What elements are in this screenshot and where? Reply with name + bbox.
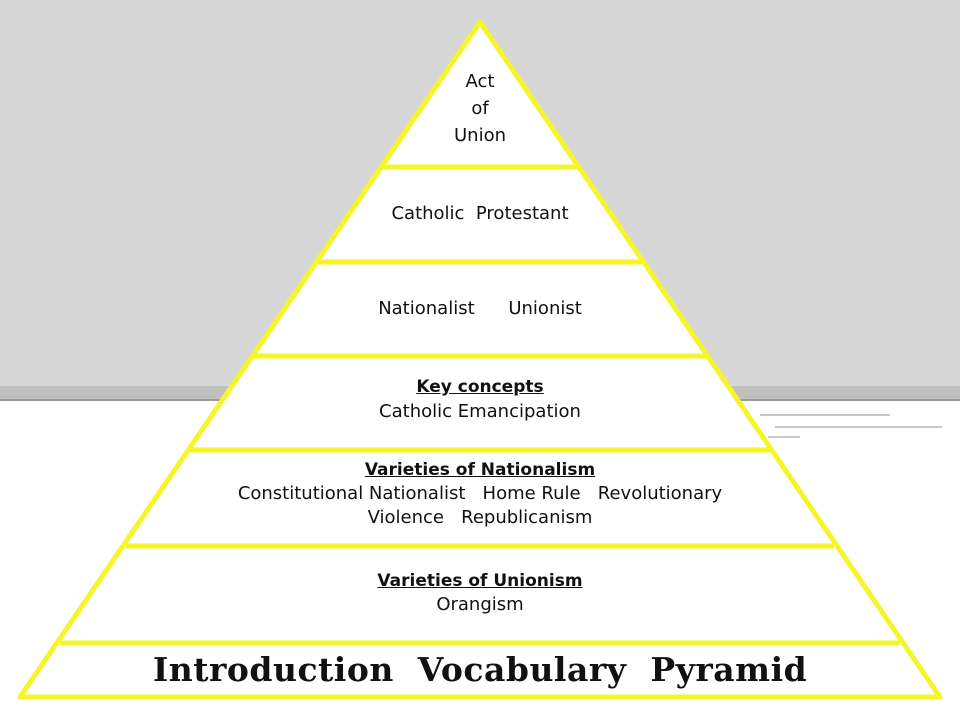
pyramid-outline: [17, 19, 943, 700]
page-title: Introduction Vocabulary Pyramid: [152, 650, 808, 689]
tier4-heading: Key concepts: [416, 377, 544, 397]
tier-varieties-of-nationalism: Varieties of Nationalism Constitutional …: [0, 458, 960, 530]
tier6-heading: Varieties of Unionism: [377, 571, 583, 591]
tier5-heading: Varieties of Nationalism: [364, 460, 596, 480]
tier-varieties-of-unionism: Varieties of Unionism Orangism: [0, 569, 960, 617]
tier1-line-1: Act: [465, 71, 495, 92]
tier1-line-2: of: [471, 98, 489, 119]
tier-act-of-union: Act of Union: [0, 68, 960, 149]
tier3-text: Nationalist Unionist: [378, 298, 582, 319]
tier2-text: Catholic Protestant: [391, 203, 569, 224]
tier5-line-1: Constitutional Nationalist Home Rule Rev…: [237, 483, 723, 504]
tier4-text: Catholic Emancipation: [379, 401, 581, 422]
tier-title: Introduction Vocabulary Pyramid: [0, 650, 960, 690]
tier6-text: Orangism: [436, 594, 524, 615]
tier-key-concepts: Key concepts Catholic Emancipation: [0, 374, 960, 424]
tier1-line-3: Union: [453, 125, 506, 146]
tier-religion: Catholic Protestant: [0, 202, 960, 226]
tier-politics: Nationalist Unionist: [0, 297, 960, 321]
tier5-line-2: Violence Republicanism: [367, 507, 593, 528]
